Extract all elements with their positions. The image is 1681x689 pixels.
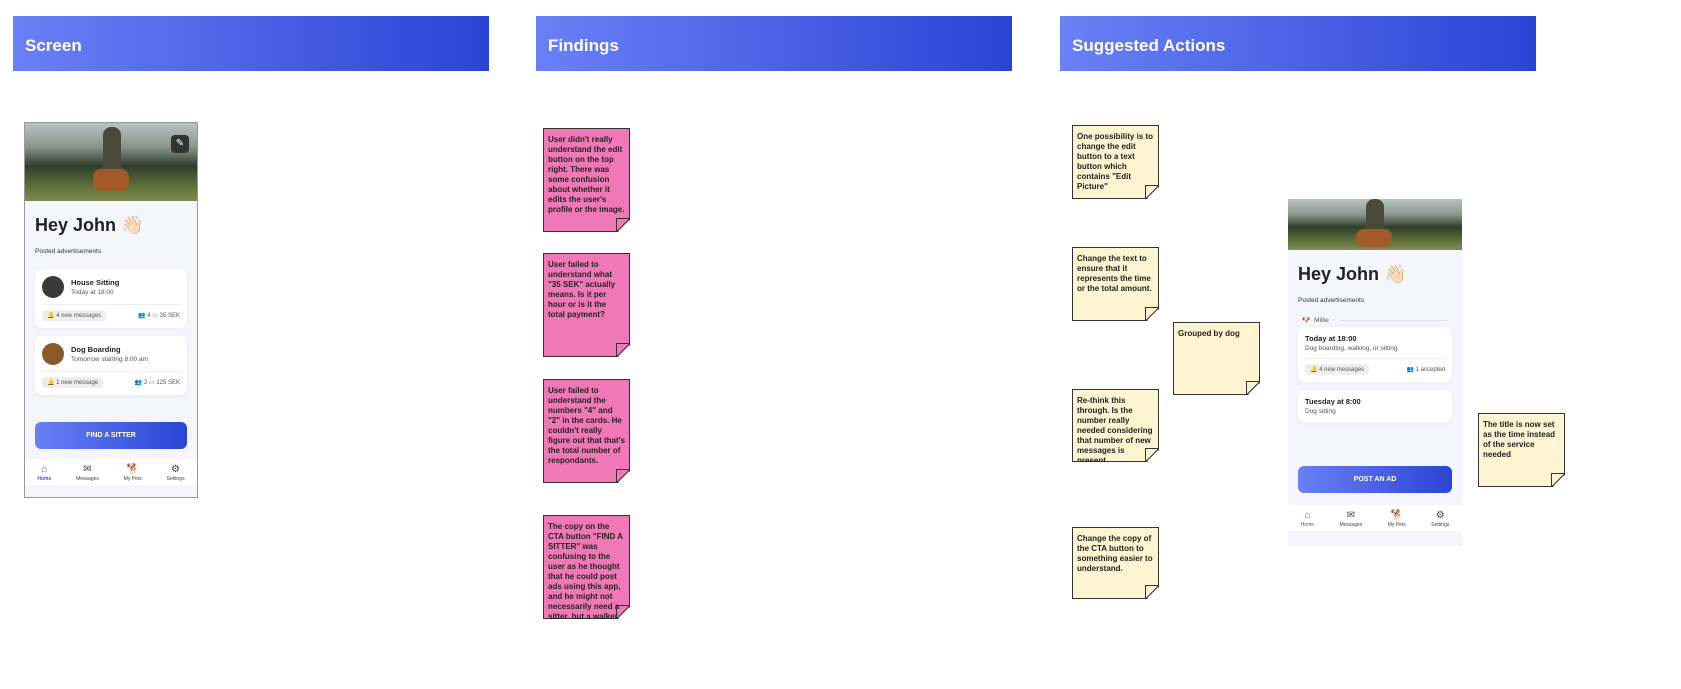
- posted-label: Posted advertisements: [1298, 297, 1365, 304]
- edit-pencil-icon[interactable]: ✎: [171, 135, 189, 153]
- inbox-icon: ✉: [83, 464, 92, 475]
- action-note: Change the copy of the CTA button to som…: [1072, 527, 1159, 599]
- accepted-count: 👥 1 accepted: [1406, 367, 1446, 373]
- nav-home[interactable]: ⌂Home: [1300, 510, 1315, 528]
- card-subtitle: Dog boarding, walking, or sitting: [1305, 345, 1398, 352]
- redesigned-screen: Hey John 👋🏻 Posted advertisements 🐶 Mill…: [1288, 199, 1462, 546]
- action-note: One possibility is to change the edit bu…: [1072, 125, 1159, 199]
- card-subtitle: Today at 18:00: [71, 289, 114, 296]
- nav-home[interactable]: ⌂Home: [37, 464, 52, 482]
- cover-photo: [1288, 199, 1462, 250]
- finding-note: User failed to understand what "35 SEK" …: [543, 253, 630, 357]
- find-sitter-button[interactable]: FIND A SITTER: [35, 422, 187, 449]
- action-note: Grouped by dog: [1173, 322, 1260, 395]
- inbox-icon: ✉: [1346, 510, 1356, 521]
- nav-settings[interactable]: ⚙Settings: [166, 464, 185, 482]
- action-note: Change the text to ensure that it repres…: [1072, 247, 1159, 321]
- dog-group-header: 🐶 Millie: [1288, 304, 1462, 324]
- nav-settings[interactable]: ⚙Settings: [1431, 510, 1450, 528]
- gear-icon: ⚙: [171, 464, 181, 475]
- nav-my-pets[interactable]: 🐕My Pets: [123, 464, 142, 482]
- original-screen: ✎ Hey John 👋🏻 Posted advertisements Hous…: [24, 122, 198, 498]
- finding-note: User didn't really understand the edit b…: [543, 128, 630, 232]
- post-ad-button[interactable]: POST AN AD: [1298, 466, 1452, 493]
- cover-photo: ✎: [25, 123, 197, 201]
- header-findings: Findings: [536, 16, 1012, 71]
- posted-label: Posted advertisements: [35, 248, 102, 255]
- pet-icon: 🐕: [1390, 510, 1403, 521]
- greeting: Hey John 👋🏻: [35, 215, 144, 235]
- header-screen: Screen: [13, 16, 489, 71]
- dog-avatar: [42, 343, 64, 365]
- bottom-nav: ⌂Home ✉Messages 🐕My Pets ⚙Settings: [25, 459, 197, 485]
- card-title: Dog Boarding: [71, 345, 121, 354]
- gear-icon: ⚙: [1435, 510, 1445, 521]
- nav-messages[interactable]: ✉Messages: [76, 464, 99, 482]
- bottom-nav: ⌂Home ✉Messages 🐕My Pets ⚙Settings: [1288, 505, 1462, 531]
- messages-badge: 🔔 4 new messages: [1305, 364, 1370, 375]
- card-meta: 👥 4 ▭ 35 SEK: [138, 313, 180, 319]
- card-subtitle: Tomorrow starting 8:00 am: [71, 356, 148, 363]
- pet-icon: 🐕: [126, 464, 139, 475]
- messages-badge: 🔔 4 new messages: [42, 310, 107, 321]
- action-note: Re-think this through. Is the number rea…: [1072, 389, 1159, 462]
- finding-note: The copy on the CTA button "FIND A SITTE…: [543, 515, 630, 619]
- card-title: Today at 18:00: [1305, 334, 1357, 343]
- finding-note: User failed to understand the numbers "4…: [543, 379, 630, 483]
- greeting: Hey John 👋🏻: [1298, 264, 1407, 284]
- dog-avatar: [42, 276, 64, 298]
- home-icon: ⌂: [41, 464, 48, 475]
- card-subtitle: Dog sitting: [1305, 408, 1336, 415]
- nav-messages[interactable]: ✉Messages: [1339, 510, 1363, 528]
- nav-my-pets[interactable]: 🐕My Pets: [1387, 510, 1406, 528]
- header-suggested-actions: Suggested Actions: [1060, 16, 1536, 71]
- card-title: Tuesday at 8:00: [1305, 397, 1361, 406]
- card-meta: 👥 2 ▭ 125 SEK: [134, 380, 180, 386]
- home-icon: ⌂: [1304, 510, 1311, 521]
- action-note: The title is now set as the time instead…: [1478, 413, 1565, 487]
- messages-badge: 🔔 1 new message: [42, 377, 104, 388]
- card-title: House Sitting: [71, 278, 120, 287]
